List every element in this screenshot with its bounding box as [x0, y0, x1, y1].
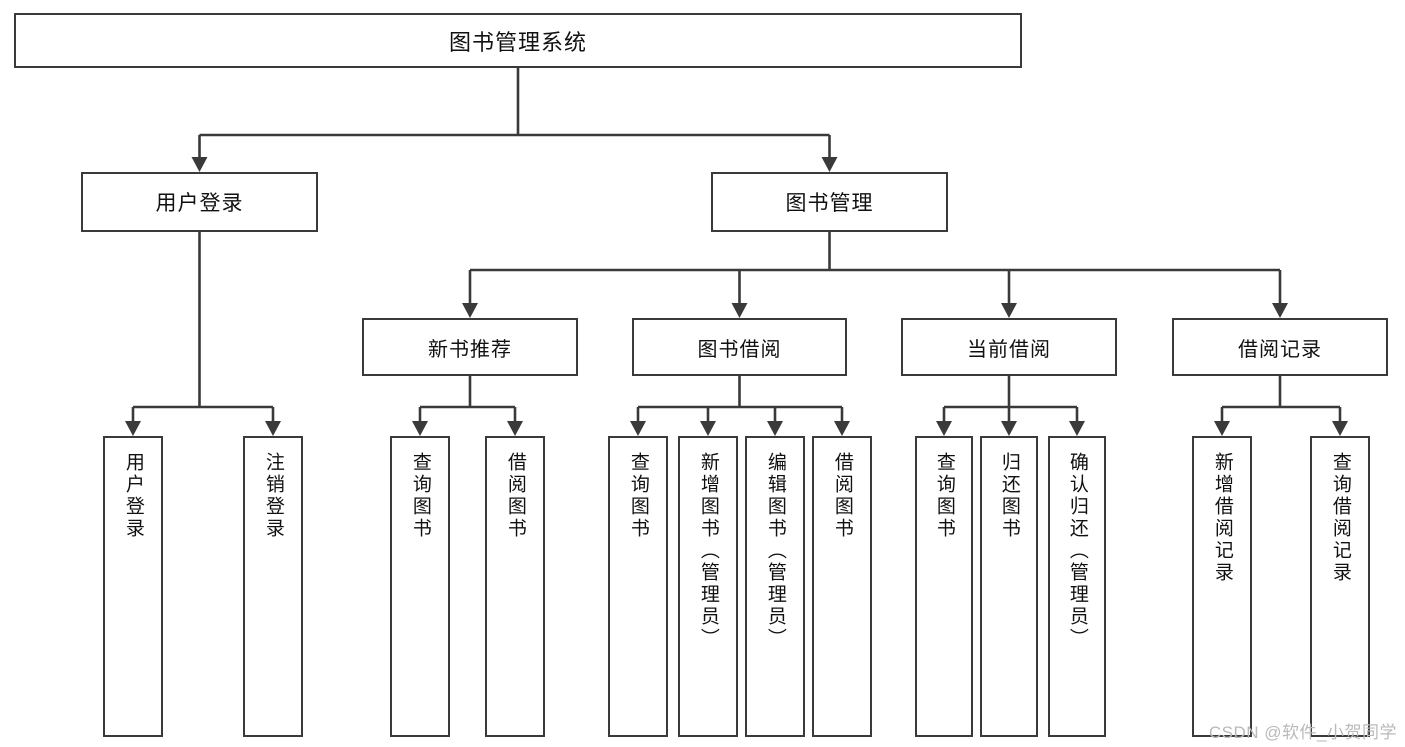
leaf-node-user-login-0[interactable]: 用户登录	[103, 436, 163, 737]
leaf-node-label: 借阅图书	[831, 452, 853, 540]
leaf-node-book-borrow-2[interactable]: 编辑图书（管理员）	[745, 436, 805, 737]
leaf-node-user-login-1[interactable]: 注销登录	[243, 436, 303, 737]
leaf-node-book-borrow-3[interactable]: 借阅图书	[812, 436, 872, 737]
leaf-node-borrow-record-1[interactable]: 查询借阅记录	[1310, 436, 1370, 737]
node-current-borrow[interactable]: 当前借阅	[901, 318, 1117, 376]
leaf-node-label: 借阅图书	[504, 452, 526, 540]
node-root-label: 图书管理系统	[448, 29, 587, 55]
leaf-node-label: 编辑图书（管理员）	[764, 452, 786, 650]
node-l2-3-label: 借阅记录	[1238, 338, 1322, 361]
node-user-login[interactable]: 用户登录	[81, 172, 318, 232]
node-l2-0-label: 新书推荐	[428, 338, 512, 361]
node-l1-0-label: 用户登录	[155, 192, 244, 215]
leaf-node-label: 确认归还（管理员）	[1066, 452, 1088, 650]
node-l2-1-label: 图书借阅	[697, 338, 782, 361]
leaf-node-label: 查询图书	[409, 452, 431, 540]
node-l1-1-label: 图书管理	[785, 192, 874, 215]
leaf-node-label: 归还图书	[998, 452, 1020, 540]
leaf-node-new-book-recommend-1[interactable]: 借阅图书	[485, 436, 545, 737]
node-new-book-recommend[interactable]: 新书推荐	[362, 318, 578, 376]
leaf-node-label: 查询图书	[933, 452, 955, 540]
leaf-node-label: 查询借阅记录	[1329, 452, 1351, 584]
leaf-node-label: 查询图书	[627, 452, 649, 540]
leaf-node-current-borrow-0[interactable]: 查询图书	[915, 436, 973, 737]
leaf-node-current-borrow-2[interactable]: 确认归还（管理员）	[1048, 436, 1106, 737]
leaf-node-label: 用户登录	[122, 452, 144, 540]
node-book-management[interactable]: 图书管理	[711, 172, 948, 232]
leaf-node-new-book-recommend-0[interactable]: 查询图书	[390, 436, 450, 737]
node-borrow-record[interactable]: 借阅记录	[1172, 318, 1388, 376]
leaf-node-label: 新增借阅记录	[1211, 452, 1233, 584]
leaf-node-borrow-record-0[interactable]: 新增借阅记录	[1192, 436, 1252, 737]
node-l2-2-label: 当前借阅	[967, 338, 1051, 361]
leaf-node-label: 注销登录	[262, 452, 284, 540]
leaf-node-book-borrow-1[interactable]: 新增图书（管理员）	[678, 436, 738, 737]
node-book-borrow[interactable]: 图书借阅	[632, 318, 847, 376]
leaf-node-label: 新增图书（管理员）	[697, 452, 719, 650]
leaf-node-book-borrow-0[interactable]: 查询图书	[608, 436, 668, 737]
node-book-management-system[interactable]: 图书管理系统	[14, 13, 1022, 68]
leaf-node-current-borrow-1[interactable]: 归还图书	[980, 436, 1038, 737]
